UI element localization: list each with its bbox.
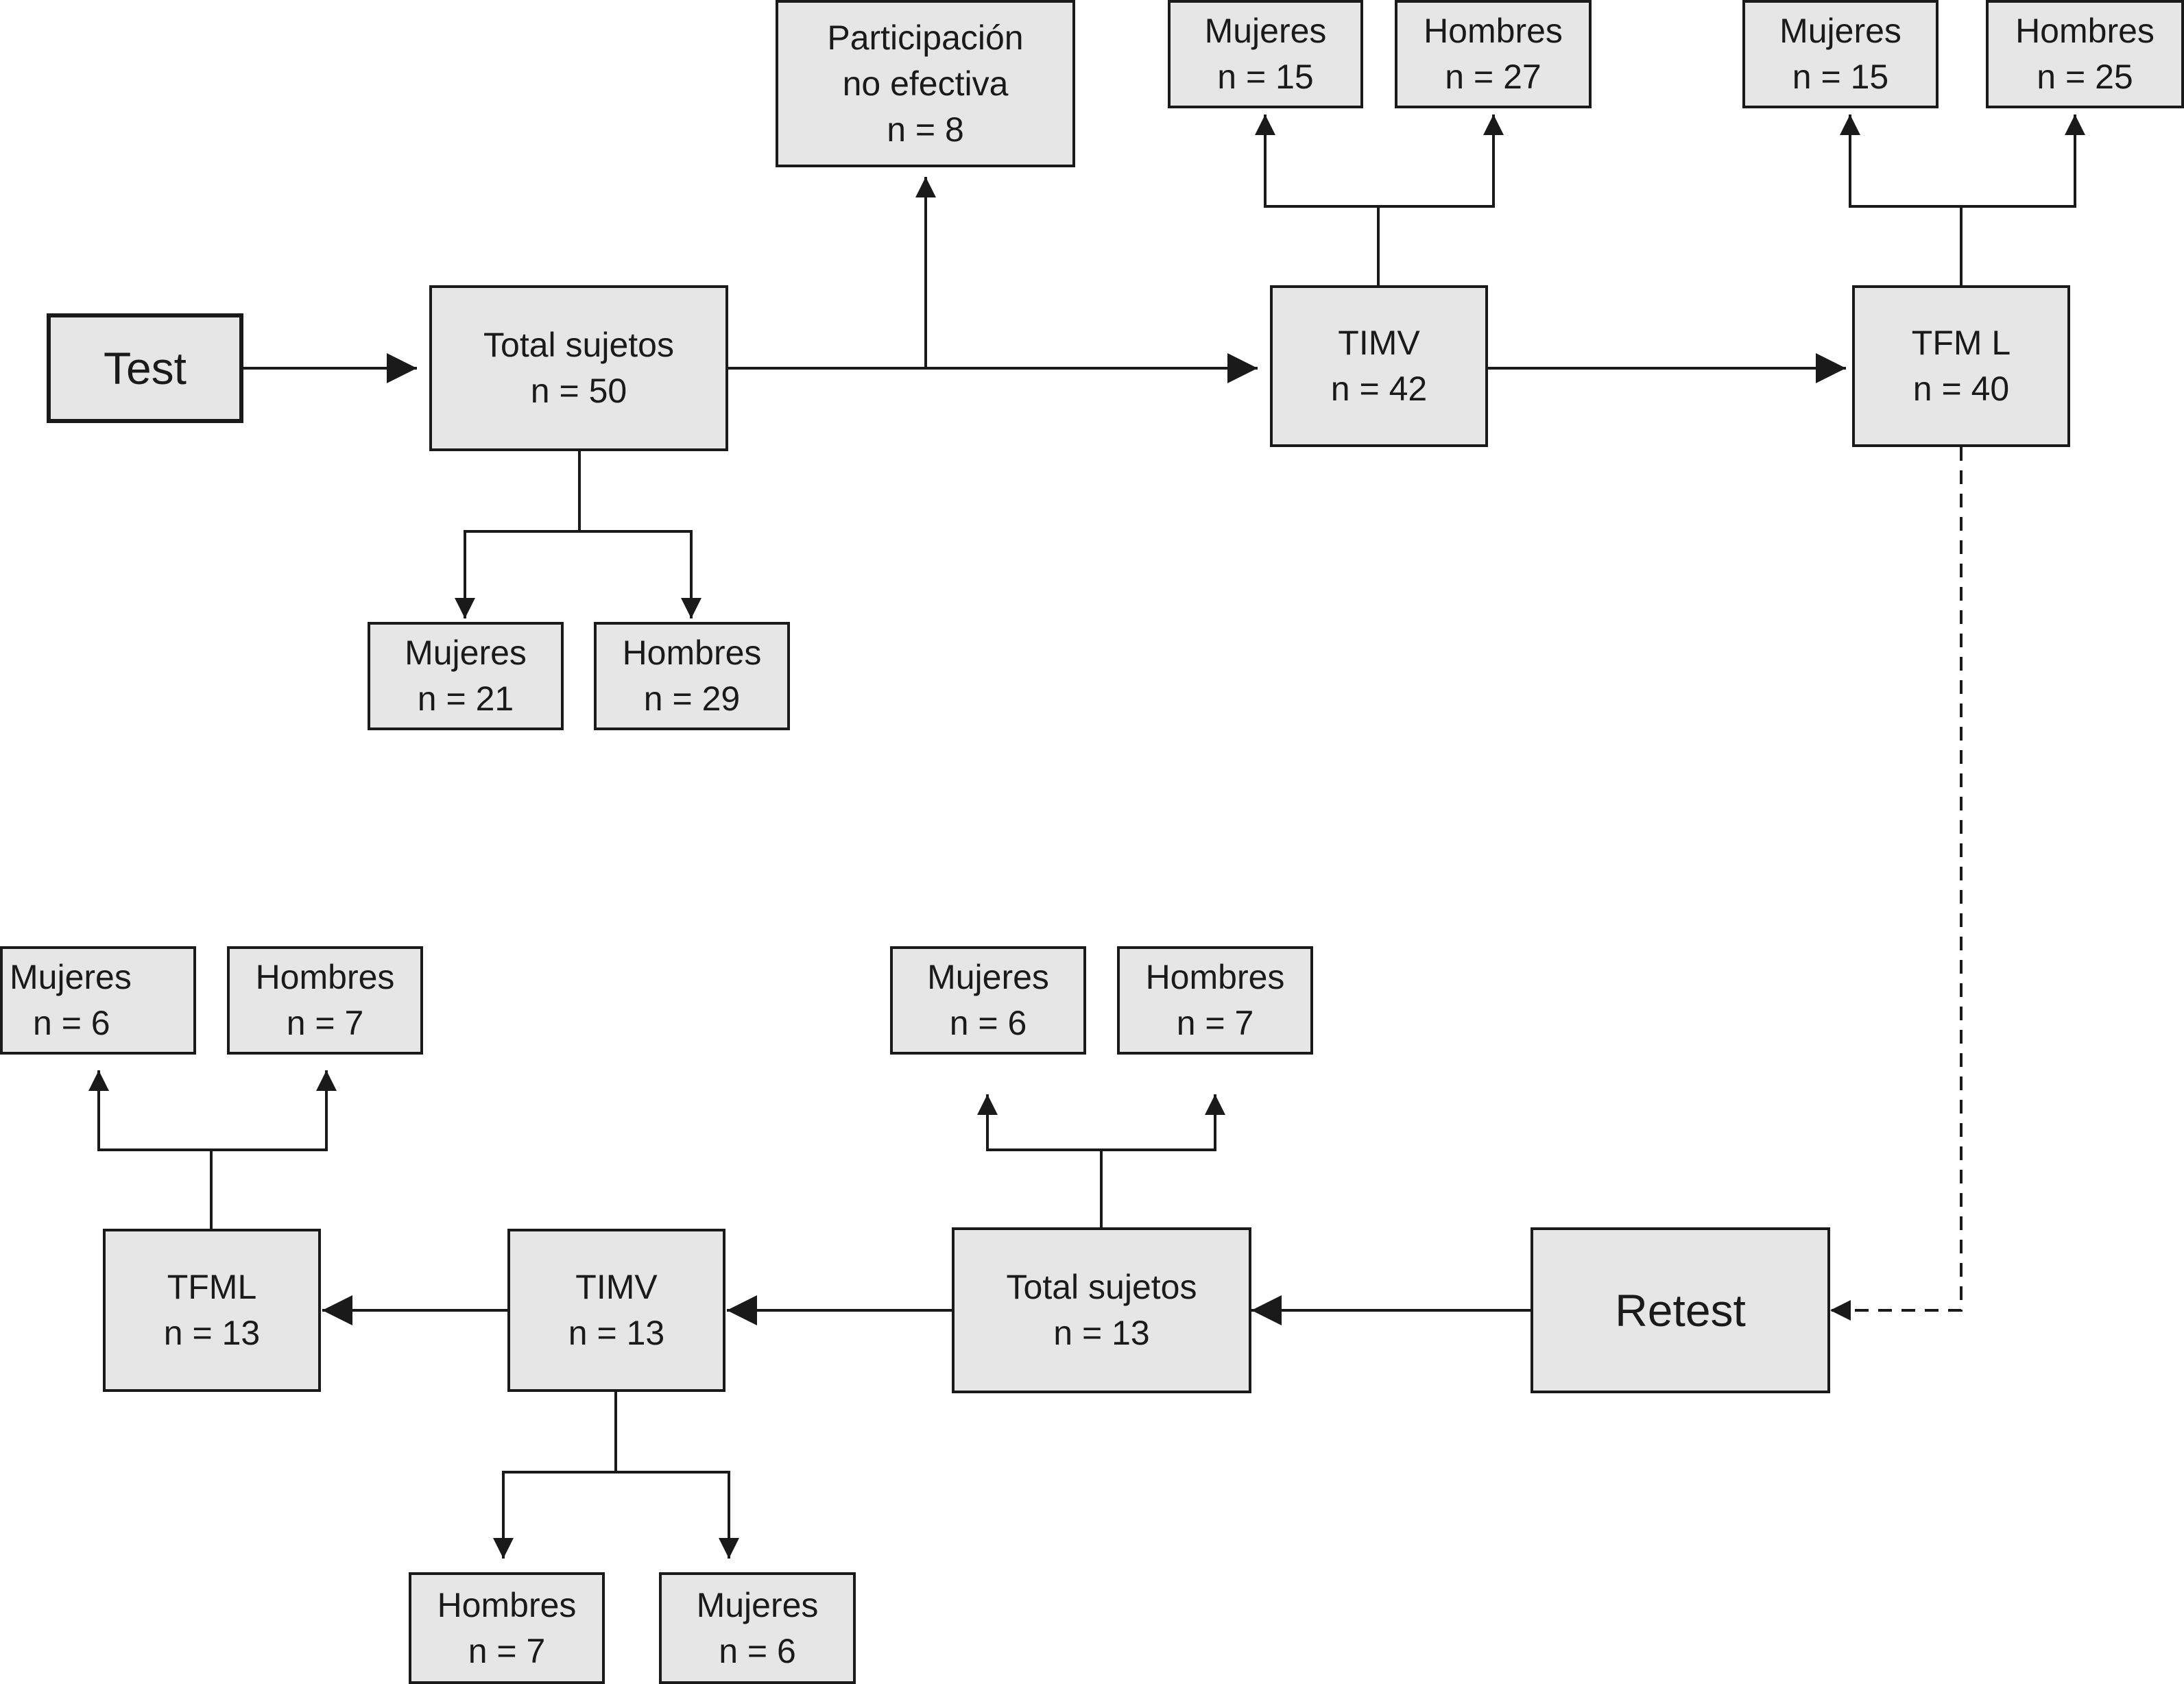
- split-total-retest-men: [1101, 1094, 1225, 1151]
- timv-test-n: n = 42: [1330, 370, 1428, 408]
- timv-retest-men-label: Hombres: [437, 1585, 577, 1624]
- total-test-men-label: Hombres: [622, 634, 762, 672]
- total-test-women-n: n = 21: [417, 679, 514, 718]
- timv-retest-women-n: n = 6: [719, 1631, 796, 1670]
- no-efectiva-box: Participación no efectiva n = 8: [776, 0, 1075, 167]
- test-label: Test: [103, 343, 187, 394]
- no-efectiva-n: n = 8: [887, 110, 964, 149]
- tfml-test-women-box: Mujeres n = 15: [1742, 0, 1939, 108]
- split-timv-retest: [493, 1392, 617, 1559]
- timv-retest-n: n = 13: [568, 1314, 665, 1352]
- tfml-retest-men-label: Hombres: [255, 958, 395, 996]
- timv-test-women-n: n = 15: [1217, 58, 1314, 96]
- timv-test-women-box: Mujeres n = 15: [1168, 0, 1363, 108]
- timv-test-men-box: Hombres n = 27: [1395, 0, 1592, 108]
- timv-test-label: TIMV: [1338, 324, 1420, 362]
- total-test-women-label: Mujeres: [405, 634, 527, 672]
- tfml-retest-women-label: Mujeres: [10, 958, 132, 996]
- tfml-test-men-box: Hombres n = 25: [1986, 0, 2184, 108]
- split-total-retest: [977, 1094, 1103, 1229]
- timv-retest-women-label: Mujeres: [696, 1585, 819, 1624]
- timv-test-women-label: Mujeres: [1204, 12, 1327, 50]
- tfml-test-men-n: n = 25: [2037, 58, 2133, 96]
- split-timv-retest-women: [616, 1471, 739, 1559]
- total-retest-men-label: Hombres: [1145, 958, 1285, 996]
- no-efectiva-line1: Participación: [827, 18, 1024, 57]
- timv-retest-box: TIMV n = 13: [507, 1229, 725, 1392]
- timv-test-men-label: Hombres: [1424, 12, 1563, 50]
- split-total-test-men: [579, 530, 701, 618]
- timv-retest-women-box: Mujeres n = 6: [659, 1572, 856, 1684]
- retest-label: Retest: [1615, 1285, 1746, 1336]
- dashed-link-to-retest: [1830, 447, 1963, 1321]
- tfml-retest-label: TFML: [167, 1268, 257, 1306]
- split-total-test: [455, 451, 581, 618]
- tfml-retest-women-box: Mujeres n = 6: [0, 946, 196, 1055]
- timv-retest-men-box: Hombres n = 7: [409, 1572, 605, 1684]
- tfml-test-box: TFM L n = 40: [1852, 285, 2070, 447]
- timv-test-men-n: n = 27: [1445, 58, 1541, 96]
- total-retest-women-label: Mujeres: [927, 958, 1049, 996]
- test-box: Test: [47, 313, 243, 423]
- tfml-retest-men-n: n = 7: [286, 1004, 364, 1042]
- split-tfml-retest: [88, 1070, 213, 1229]
- tfml-retest-n: n = 13: [163, 1314, 261, 1352]
- total-test-box: Total sujetos n = 50: [429, 285, 728, 451]
- timv-test-box: TIMV n = 42: [1270, 285, 1488, 447]
- tfml-retest-men-box: Hombres n = 7: [227, 946, 423, 1055]
- split-timv-test: [1255, 115, 1380, 287]
- total-retest-box: Total sujetos n = 13: [952, 1227, 1251, 1393]
- tfml-test-n: n = 40: [1912, 370, 2010, 408]
- total-test-men-n: n = 29: [643, 679, 741, 718]
- tfml-test-women-n: n = 15: [1792, 58, 1889, 96]
- total-retest-label: Total sujetos: [1006, 1268, 1197, 1306]
- tfml-retest-women-n: n = 6: [33, 1004, 110, 1042]
- total-retest-women-n: n = 6: [949, 1004, 1027, 1042]
- tfml-test-label: TFM L: [1911, 324, 2011, 362]
- split-tfml-retest-men: [211, 1070, 337, 1151]
- total-retest-n: n = 13: [1053, 1314, 1150, 1352]
- split-timv-test-men: [1378, 115, 1504, 208]
- total-retest-men-n: n = 7: [1176, 1004, 1254, 1042]
- tfml-retest-box: TFML n = 13: [103, 1229, 321, 1392]
- split-tfml-test: [1840, 115, 1963, 287]
- total-test-men-box: Hombres n = 29: [594, 622, 790, 730]
- split-tfml-test-men: [1961, 115, 2085, 208]
- total-test-women-box: Mujeres n = 21: [368, 622, 564, 730]
- total-retest-men-box: Hombres n = 7: [1117, 946, 1313, 1055]
- total-test-label: Total sujetos: [483, 326, 674, 364]
- tfml-test-women-label: Mujeres: [1779, 12, 1901, 50]
- timv-retest-men-n: n = 7: [468, 1631, 546, 1670]
- tfml-test-men-label: Hombres: [2015, 12, 2155, 50]
- no-efectiva-line2: no efectiva: [842, 64, 1009, 103]
- timv-retest-label: TIMV: [575, 1268, 658, 1306]
- total-test-n: n = 50: [530, 372, 627, 410]
- total-retest-women-box: Mujeres n = 6: [890, 946, 1086, 1055]
- retest-box: Retest: [1531, 1227, 1830, 1393]
